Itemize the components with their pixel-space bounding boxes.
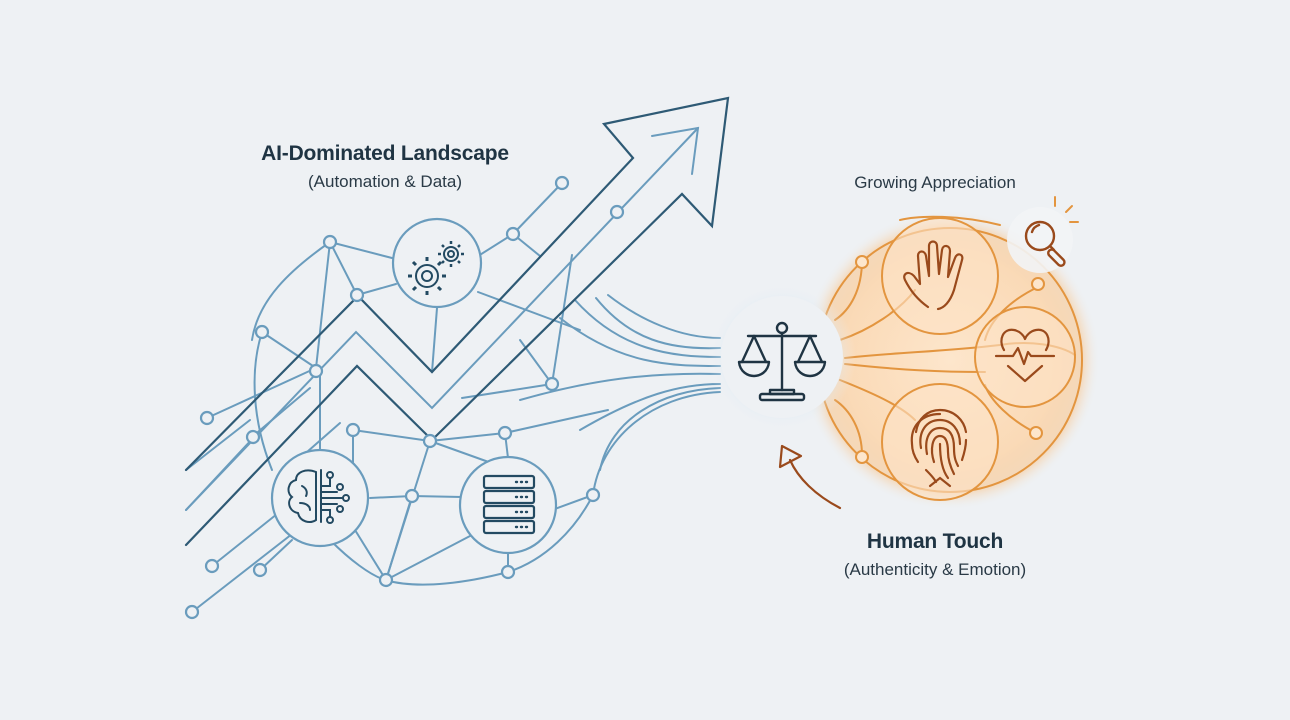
human-section-subtitle: (Authenticity & Emotion) [843, 560, 1027, 579]
brain-circuit-icon [287, 469, 350, 524]
hand-icon [903, 240, 964, 311]
gears-node [391, 217, 483, 309]
hand-node [881, 217, 999, 335]
human-section-title: Human Touch [866, 530, 1004, 553]
heartbeat-icon [994, 328, 1056, 383]
fingerprint-node [881, 383, 999, 501]
brain-node [270, 448, 370, 548]
fingerprint-icon [910, 408, 968, 488]
server-node [458, 455, 558, 555]
ai-section-label: AI-Dominated Landscape (Automation & Dat… [200, 142, 570, 192]
gears-icon [408, 241, 464, 295]
human-section-label: Human Touch (Authenticity & Emotion) [790, 530, 1080, 580]
appreciation-badge [1007, 196, 1079, 273]
ai-section-subtitle: (Automation & Data) [307, 172, 462, 191]
scales-icon [737, 321, 827, 402]
server-stack-icon [482, 474, 536, 535]
heartbeat-node [974, 306, 1076, 408]
growth-arrow-inner [185, 126, 700, 511]
human-glow [800, 210, 1100, 510]
sparkle-rays [1054, 196, 1079, 223]
return-arrow-icon [778, 444, 842, 510]
magnifier-icon [1024, 220, 1066, 267]
ai-section-title: AI-Dominated Landscape [261, 142, 509, 165]
appreciation-caption: Growing Appreciation [854, 173, 1016, 192]
network-nodes [184, 175, 625, 620]
scales-node [721, 296, 843, 418]
growth-arrow [184, 96, 730, 547]
